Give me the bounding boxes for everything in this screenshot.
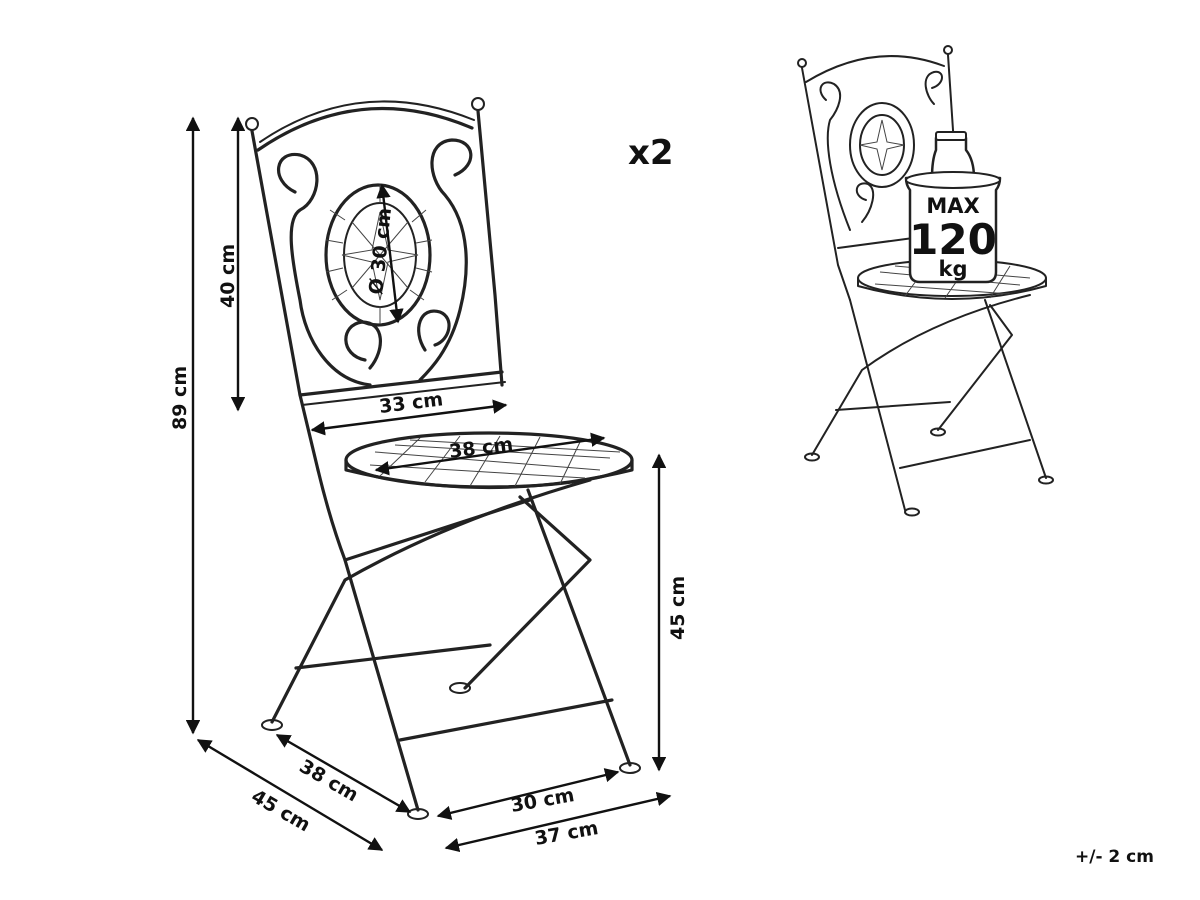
cross-leg-right [463, 495, 592, 690]
lower-stretcher [398, 698, 614, 742]
dimension-lines [185, 116, 672, 853]
cross-leg-left [270, 478, 592, 724]
overall-depth-label: 45 cm [248, 785, 315, 836]
front-width-label: 30 cm [509, 784, 576, 817]
max-load-value: 120 [909, 215, 997, 264]
left-scroll-ornament [277, 152, 372, 387]
seat-height-label: 45 cm [667, 576, 689, 640]
max-load-unit: kg [939, 257, 968, 281]
left-finial [245, 117, 259, 131]
backrest-top-rail [256, 106, 474, 152]
side-depth-label: 38 cm [296, 755, 363, 806]
right-finial [471, 97, 485, 111]
seat-support [343, 498, 532, 562]
rear-left-leg [316, 468, 420, 812]
main-chair-illustration [245, 97, 641, 820]
total-height-label: 89 cm [169, 366, 191, 430]
right-back-post [476, 109, 504, 387]
mosaic-diameter-label: Ø 30 cm [365, 207, 396, 296]
left-back-post [250, 129, 320, 472]
max-load-line1: MAX [926, 194, 979, 218]
front-right-leg [526, 488, 632, 767]
left-lower-curl [344, 320, 382, 370]
seat-diameter-label: 38 cm [448, 433, 514, 463]
backrest-bottom-rail [298, 370, 504, 397]
upper-stretcher [294, 643, 492, 670]
quantity-label: x2 [628, 133, 674, 173]
right-lower-curl [417, 309, 451, 352]
right-scroll-ornament [418, 138, 473, 382]
backrest-height-label: 40 cm [217, 244, 239, 308]
overall-width-label: 37 cm [533, 817, 600, 850]
tolerance-label: +/- 2 cm [1075, 847, 1154, 867]
max-load-weight-icon [904, 131, 1002, 284]
